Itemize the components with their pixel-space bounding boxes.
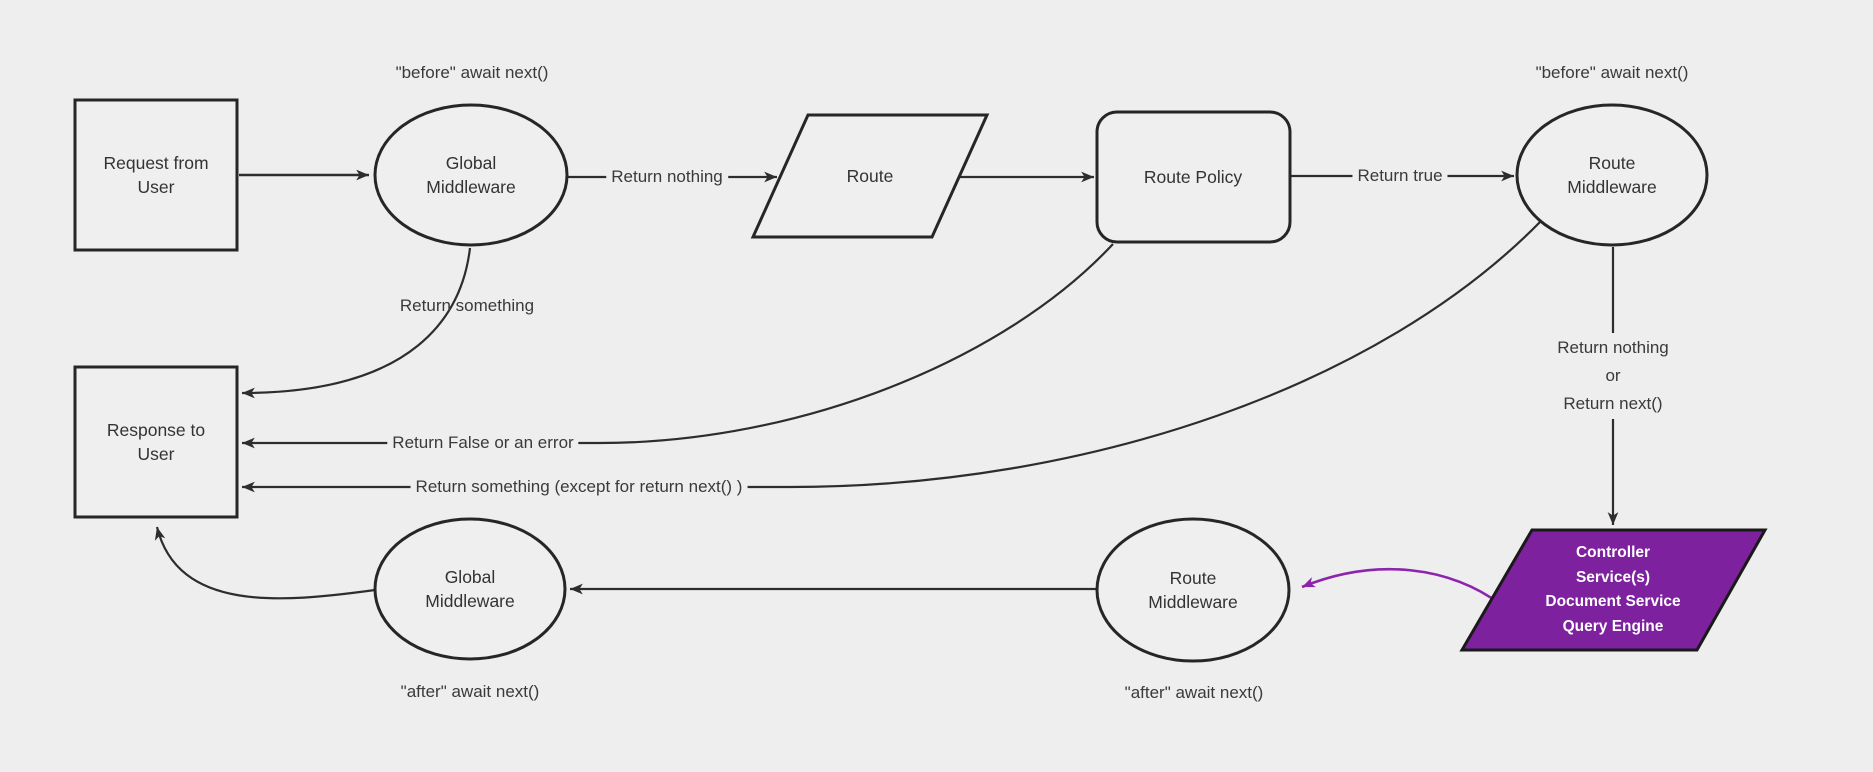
return-something-except-edge-label: Return something (except for return next…	[410, 472, 748, 502]
global-middleware-after-label: Global Middleware	[425, 567, 515, 611]
controller-services-label: Controller Service(s) Document Service Q…	[1545, 544, 1681, 635]
route-middleware-before-label: Route Middleware	[1567, 153, 1657, 197]
route-policy-label: Route Policy	[1143, 167, 1243, 187]
route-label: Route	[846, 166, 894, 186]
return-false-or-error-edge-label: Return False or an error	[387, 428, 579, 458]
edge-route-middleware-return-something-except	[242, 221, 1541, 493]
return-nothing-or-next-edge-label: Return nothing or Return next()	[1552, 333, 1674, 419]
edge-controller-to-route-middleware-after	[1301, 567, 1501, 606]
before-await-route-annotation: "before" await next()	[1535, 63, 1689, 82]
return-nothing-edge-label: Return nothing	[606, 162, 728, 192]
node-route-middleware-before	[1515, 103, 1709, 247]
node-route-middleware-after	[1095, 517, 1291, 663]
node-controller-services	[1459, 528, 1768, 652]
edge-global-middleware-return-something	[241, 247, 472, 399]
node-request-from-user	[73, 98, 239, 252]
after-await-global-annotation: "after" await next()	[400, 682, 540, 701]
node-response-to-user	[73, 365, 239, 519]
return-true-edge-label: Return true	[1352, 161, 1448, 191]
global-middleware-before-label: Global Middleware	[426, 153, 516, 197]
return-something-edge-label: Return something	[399, 296, 535, 315]
request-from-user-label: Request from User	[103, 153, 209, 197]
route-middleware-after-label: Route Middleware	[1148, 568, 1238, 612]
node-global-middleware-before	[373, 103, 569, 247]
before-await-global-annotation: "before" await next()	[395, 63, 549, 82]
node-route-policy	[1095, 110, 1292, 244]
node-global-middleware-after	[373, 517, 567, 661]
response-to-user-label: Response to User	[106, 420, 206, 464]
edge-global-middleware-after-to-response	[154, 526, 376, 600]
node-route	[750, 113, 990, 239]
after-await-route-annotation: "after" await next()	[1124, 683, 1264, 702]
edge-route-policy-return-false	[242, 243, 1114, 449]
